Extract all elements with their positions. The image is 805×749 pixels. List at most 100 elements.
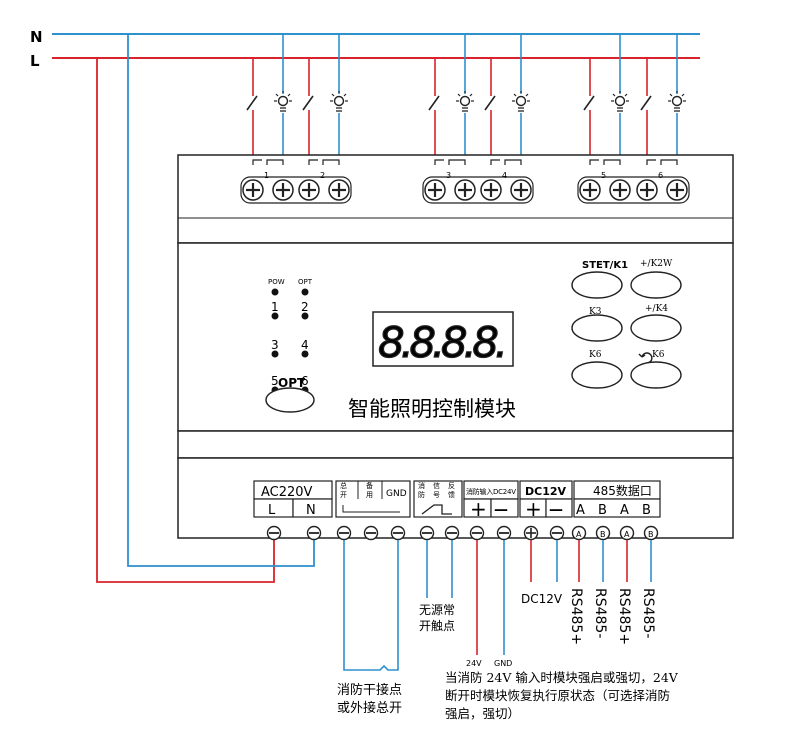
key6-button[interactable] (630, 361, 682, 389)
relay-contact-icon (589, 159, 599, 165)
lamp-icon (512, 91, 530, 112)
terminal-header: AC220V L N 总 开 备 用 GND 消 信 反 防 号 馈 消防输入D… (253, 480, 661, 521)
screw-terminal[interactable] (480, 179, 502, 201)
spare-text-4: 用 (366, 491, 373, 499)
screw-terminal[interactable] (579, 179, 601, 201)
relay-contact-icon (252, 159, 262, 165)
live-label: L (30, 52, 40, 70)
key1-button[interactable] (571, 271, 623, 299)
relay-contact-icon (603, 159, 621, 165)
seven-segment-display (372, 311, 514, 367)
channel-led (301, 312, 309, 320)
screw-terminal[interactable] (306, 525, 322, 541)
screw-terminal[interactable] (549, 525, 565, 541)
spare-text-3: 备 (366, 481, 373, 490)
fire-note-line-1: 当消防 24V 输入时模块强启或强切，24V (445, 670, 679, 685)
lamp-icon (456, 91, 474, 112)
v24-label: 24V (466, 659, 482, 668)
rs485-terminal[interactable]: B (643, 525, 659, 541)
switch-icon (428, 95, 440, 111)
rs485-terminal[interactable]: A (571, 525, 587, 541)
opt-button-label: OPT (278, 376, 306, 390)
key1-label: STET/K1 (582, 260, 628, 271)
fb-text-5: 号 (433, 491, 440, 499)
rs485-terminal[interactable]: B (595, 525, 611, 541)
screw-terminal[interactable] (454, 179, 476, 201)
screw-terminal[interactable] (510, 179, 532, 201)
fire-note-line-2: 断开时模块恢复执行原状态（可选择消防 (445, 688, 670, 703)
key4-button[interactable] (630, 314, 682, 342)
fb-text-4: 防 (418, 490, 425, 499)
relay-contact-icon (434, 159, 444, 165)
key3-button[interactable] (571, 314, 623, 342)
relay-contact-icon (322, 159, 340, 165)
ab-label-4: B (642, 503, 651, 518)
screw-terminal[interactable] (444, 525, 460, 541)
relay-number: 6 (658, 171, 663, 180)
relay-contact-icon (646, 159, 656, 165)
dc12v-wire-label: DC12V (521, 592, 563, 606)
svg-text:A: A (624, 530, 630, 539)
switch-icon (640, 95, 652, 111)
lamp-icon (274, 91, 292, 112)
rs485-label-4: RS485- (640, 588, 656, 638)
neutral-feed-wire (127, 34, 315, 567)
fb-text-3: 反 (448, 481, 455, 490)
switch-icon (583, 95, 595, 111)
led-number: 3 (271, 338, 279, 352)
passive-contact-label-1: 无源常 (419, 603, 455, 617)
screw-terminal[interactable] (523, 525, 539, 541)
terminal-block (240, 176, 352, 204)
dc-plus: + (525, 497, 542, 521)
rs485-label-2: RS485- (592, 588, 608, 638)
key2-button[interactable] (630, 271, 682, 299)
gnd-wire-label: GND (494, 659, 512, 668)
led-number: 2 (301, 300, 309, 314)
screw-terminal[interactable] (666, 179, 688, 201)
relay-contact-icon (660, 159, 678, 165)
screw-terminal[interactable] (609, 179, 631, 201)
terminal-block (422, 176, 534, 204)
ab-label-2: B (598, 503, 607, 518)
opt-button[interactable] (265, 387, 315, 413)
relay-number: 2 (320, 171, 325, 180)
led-number: 6 (301, 374, 309, 388)
screw-terminal[interactable] (266, 525, 282, 541)
relay-contact-icon (266, 159, 284, 165)
gnd-header: GND (386, 489, 407, 499)
screw-terminal[interactable] (272, 179, 294, 201)
fire-input-header: 消防输入DC24V (466, 487, 516, 496)
opt-label: OPT (298, 278, 313, 286)
screw-terminal[interactable] (496, 525, 512, 541)
relay-contact-icon (308, 159, 318, 165)
screw-terminal[interactable] (363, 525, 379, 541)
rs485-terminal[interactable]: A (619, 525, 635, 541)
screw-terminal[interactable] (636, 179, 658, 201)
fire-note-line-3: 强启，强切） (445, 706, 520, 721)
key3-label: K3 (589, 307, 602, 317)
screw-terminal[interactable] (390, 525, 406, 541)
key4-label: +/K4 (645, 304, 668, 314)
led-number: 4 (301, 338, 309, 352)
fb-text-2: 信 (433, 481, 440, 490)
spare-text-2: 开 (340, 491, 347, 499)
n-terminal-label: N (306, 503, 316, 518)
lamp-icon (330, 91, 348, 112)
dry-contact-label-2: 或外接总开 (337, 700, 402, 716)
relay-number: 3 (446, 171, 451, 180)
screw-terminal[interactable] (298, 179, 320, 201)
screw-terminal[interactable] (336, 525, 352, 541)
channel-led (301, 350, 309, 358)
screw-terminal[interactable] (419, 525, 435, 541)
module-name: 智能照明控制模块 (348, 397, 516, 421)
key5-button[interactable] (571, 361, 623, 389)
screw-terminal[interactable] (424, 179, 446, 201)
screw-terminal[interactable] (469, 525, 485, 541)
pow-led (271, 288, 279, 296)
dc12v-header: DC12V (525, 485, 567, 498)
screw-terminal[interactable] (242, 179, 264, 201)
svg-text:B: B (600, 530, 606, 539)
screw-terminal[interactable] (328, 179, 350, 201)
